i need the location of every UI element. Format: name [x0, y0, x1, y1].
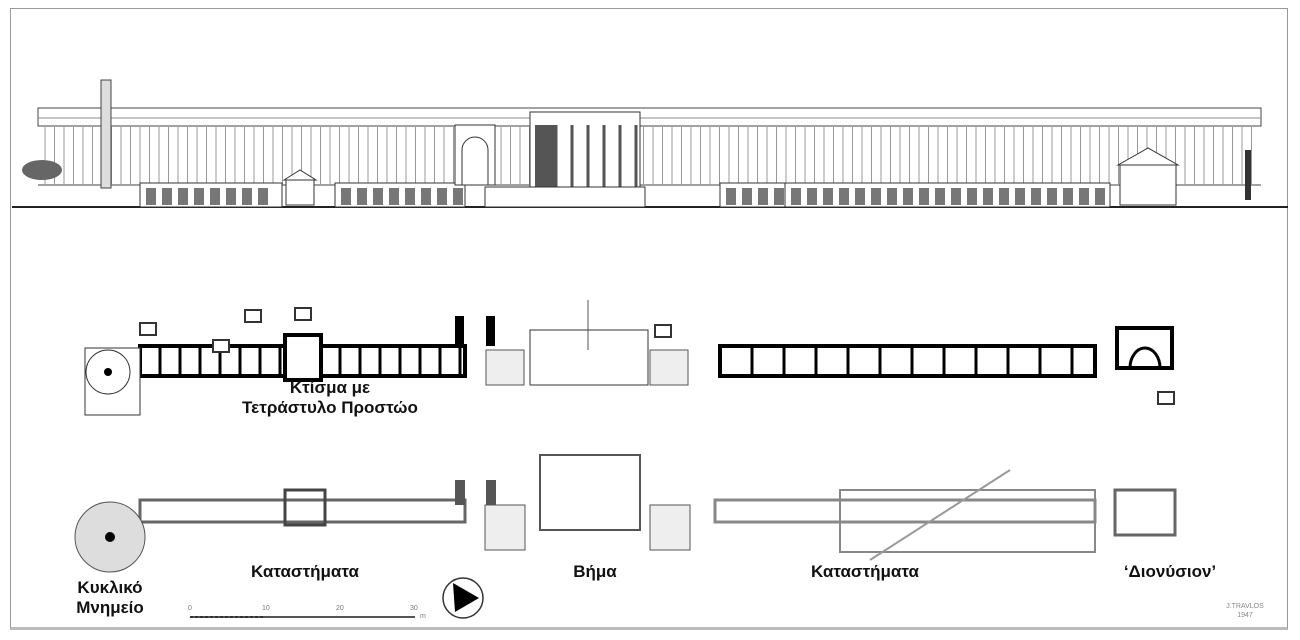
- dionysion-plan: [1115, 326, 1174, 370]
- tetrastyle-building: [283, 333, 323, 382]
- north-arrow-icon: [442, 577, 484, 619]
- shop-door: [146, 188, 156, 205]
- signature: J.TRAVLOS 1947: [1226, 603, 1264, 619]
- label-shops-right: Καταστήματα: [811, 562, 919, 581]
- podium: [484, 186, 646, 208]
- shop-door: [871, 188, 881, 205]
- scale-tick: 20: [336, 605, 344, 612]
- shop-door: [919, 188, 929, 205]
- shop-row: [784, 182, 1111, 208]
- shop-door: [839, 188, 849, 205]
- shop-door: [1015, 188, 1025, 205]
- shop-door: [855, 188, 865, 205]
- shop-door: [437, 188, 447, 205]
- shop-door: [421, 188, 431, 205]
- shop-door: [823, 188, 833, 205]
- shop-door: [1031, 188, 1041, 205]
- shop-door: [341, 188, 351, 205]
- shop-door: [807, 188, 817, 205]
- scale-tick: 10: [262, 605, 270, 612]
- shop-door: [210, 188, 220, 205]
- monument-column: [100, 79, 112, 189]
- base: [212, 339, 230, 353]
- base: [294, 307, 312, 321]
- shop-door: [887, 188, 897, 205]
- dionysion-ruin: [1113, 488, 1177, 537]
- shop-door: [983, 188, 993, 205]
- pier: [486, 316, 495, 346]
- altar: [649, 349, 689, 386]
- ruined-wall: [138, 498, 467, 524]
- bema-plan: [529, 329, 649, 386]
- label-dionysion: ‘Διονύσιον’: [1123, 562, 1217, 581]
- round-monument-center: [104, 368, 112, 376]
- shop-door: [373, 188, 383, 205]
- ruined-wall: [713, 498, 1097, 524]
- round-monument-center: [105, 532, 115, 542]
- altar: [485, 349, 525, 386]
- shop-door: [758, 188, 768, 205]
- actual-state-plan: [74, 454, 1177, 573]
- drawing-frame: [10, 8, 1288, 630]
- label-round-monument: Κυκλικό Μνημείο: [76, 578, 144, 617]
- shop-door: [357, 188, 367, 205]
- shop-door: [742, 188, 752, 205]
- base: [654, 324, 672, 338]
- shop-door: [774, 188, 784, 205]
- scale-unit: m: [420, 613, 426, 620]
- pier-ruin: [486, 480, 496, 505]
- tree: [22, 160, 62, 180]
- shop-door: [194, 188, 204, 205]
- scale-tick: 30: [410, 605, 418, 612]
- modern-road: [869, 469, 1011, 561]
- cypress: [1245, 150, 1251, 200]
- shop-door: [226, 188, 236, 205]
- shop-door: [389, 188, 399, 205]
- shop-door: [178, 188, 188, 205]
- altar-ruin: [484, 504, 526, 551]
- shop-door: [1079, 188, 1089, 205]
- shop-door: [791, 188, 801, 205]
- reconstructed-plan: [84, 300, 1175, 416]
- shop-door: [935, 188, 945, 205]
- altar-ruin: [649, 504, 691, 551]
- shop-door: [453, 188, 463, 205]
- shop-door: [1095, 188, 1105, 205]
- shop-door: [162, 188, 172, 205]
- elevation-view: [12, 79, 1288, 208]
- label-bema: Βήμα: [573, 562, 617, 581]
- label-shops-left: Καταστήματα: [251, 562, 359, 581]
- pier-ruin: [455, 480, 465, 505]
- pediment: [1116, 147, 1180, 166]
- shop-door: [951, 188, 961, 205]
- tetrastyle-ruin: [283, 488, 327, 527]
- shop-door: [1047, 188, 1057, 205]
- shop-door: [903, 188, 913, 205]
- stoa-wall: [718, 344, 1097, 378]
- tetrastyle-facade: [285, 179, 315, 206]
- shop-door: [999, 188, 1009, 205]
- shop-door: [258, 188, 268, 205]
- bema-pier: [535, 125, 555, 187]
- shop-door: [1063, 188, 1073, 205]
- shop-door: [242, 188, 252, 205]
- shop-door: [967, 188, 977, 205]
- base: [139, 322, 157, 336]
- arch-gate: [454, 124, 496, 186]
- dionysion-facade: [1119, 164, 1177, 206]
- arch: [461, 136, 489, 185]
- entablature: [37, 107, 1262, 127]
- base: [1157, 391, 1175, 405]
- shop-door: [405, 188, 415, 205]
- base: [244, 309, 262, 323]
- scale-tick: 0: [188, 605, 192, 612]
- bema-ruin: [539, 454, 641, 531]
- apse: [1128, 346, 1162, 369]
- shop-door: [726, 188, 736, 205]
- ruined-wall: [839, 489, 1096, 553]
- pier: [455, 316, 464, 346]
- label-tetrastyle-building: Κτίσμα με Τετράστυλο Προστώο: [242, 378, 418, 417]
